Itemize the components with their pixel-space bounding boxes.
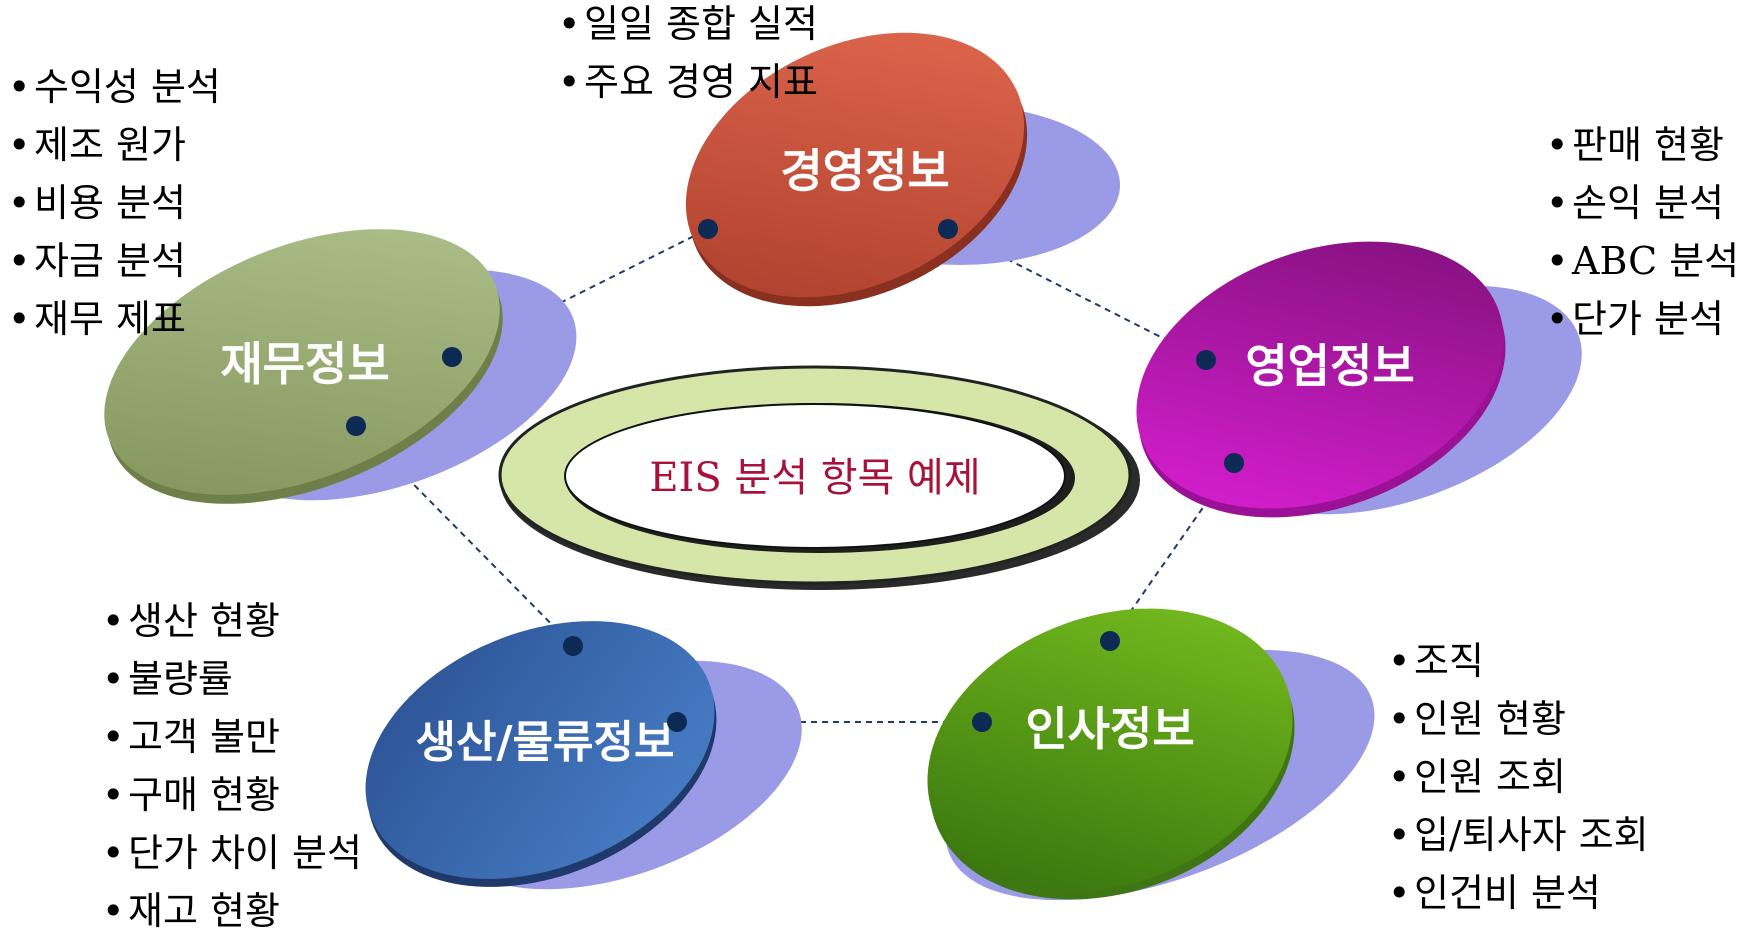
node-sales-label: 영업정보	[1245, 339, 1414, 393]
production-item-list: 생산 현황 불량률 고객 불만 구매 현황 단가 차이 분석 재고 현황	[102, 592, 362, 940]
list-item: 수익성 분석	[8, 58, 221, 116]
node-sales-dot-left	[1196, 350, 1216, 370]
list-item: 일일 종합 실적	[558, 0, 818, 53]
list-item: 단가 차이 분석	[102, 824, 362, 882]
list-item: 판매 현황	[1546, 116, 1739, 174]
list-item: 제조 원가	[8, 116, 221, 174]
node-hr-dot-top	[1100, 631, 1120, 651]
list-item: 재무 제표	[8, 290, 221, 348]
node-management-dot-right	[938, 219, 958, 239]
list-item: 조직	[1388, 632, 1649, 690]
list-item: 인원 조회	[1388, 748, 1649, 806]
node-sales-dot-bottom	[1224, 453, 1244, 473]
node-management-dot-left	[698, 219, 718, 239]
hr-item-list: 조직 인원 현황 인원 조회 입/퇴사자 조회 인건비 분석	[1388, 632, 1649, 922]
center-ring: EIS 분석 항목 예제	[498, 365, 1140, 590]
node-production-dot-right	[667, 712, 687, 732]
list-item: 불량률	[102, 650, 362, 708]
list-item: 인건비 분석	[1388, 864, 1649, 922]
list-item: ABC 분석	[1546, 232, 1739, 290]
list-item: 단가 분석	[1546, 290, 1739, 348]
sales-item-list: 판매 현황 손익 분석 ABC 분석 단가 분석	[1546, 116, 1739, 348]
node-management-label: 경영정보	[780, 144, 949, 198]
node-sales: 영업정보	[1136, 241, 1582, 518]
list-item: 입/퇴사자 조회	[1388, 806, 1649, 864]
node-production-disc	[365, 621, 715, 879]
list-item: 재고 현황	[102, 882, 362, 940]
node-hr-label: 인사정보	[1025, 702, 1194, 756]
list-item: 생산 현황	[102, 592, 362, 650]
node-finance-label: 재무정보	[220, 337, 389, 391]
list-item: 인원 현황	[1388, 690, 1649, 748]
node-hr-disc	[927, 608, 1293, 892]
node-finance-dot-bottom	[346, 416, 366, 436]
finance-item-list: 수익성 분석 제조 원가 비용 분석 자금 분석 재무 제표	[8, 58, 221, 348]
node-finance-dot-right	[442, 347, 462, 367]
list-item: 비용 분석	[8, 174, 221, 232]
list-item: 주요 경영 지표	[558, 53, 818, 111]
center-title: EIS 분석 항목 예제	[649, 455, 980, 501]
management-item-list: 일일 종합 실적 주요 경영 지표	[558, 0, 818, 111]
node-production: 생산/물류정보	[365, 621, 802, 890]
list-item: 구매 현황	[102, 766, 362, 824]
node-production-label: 생산/물류정보	[416, 717, 675, 768]
node-sales-disc	[1136, 241, 1504, 509]
node-production-dot-top	[563, 636, 583, 656]
list-item: 손익 분석	[1546, 174, 1739, 232]
list-item: 고객 불만	[102, 708, 362, 766]
list-item: 자금 분석	[8, 232, 221, 290]
node-hr: 인사정보	[927, 608, 1375, 901]
node-hr-dot-left	[972, 712, 992, 732]
